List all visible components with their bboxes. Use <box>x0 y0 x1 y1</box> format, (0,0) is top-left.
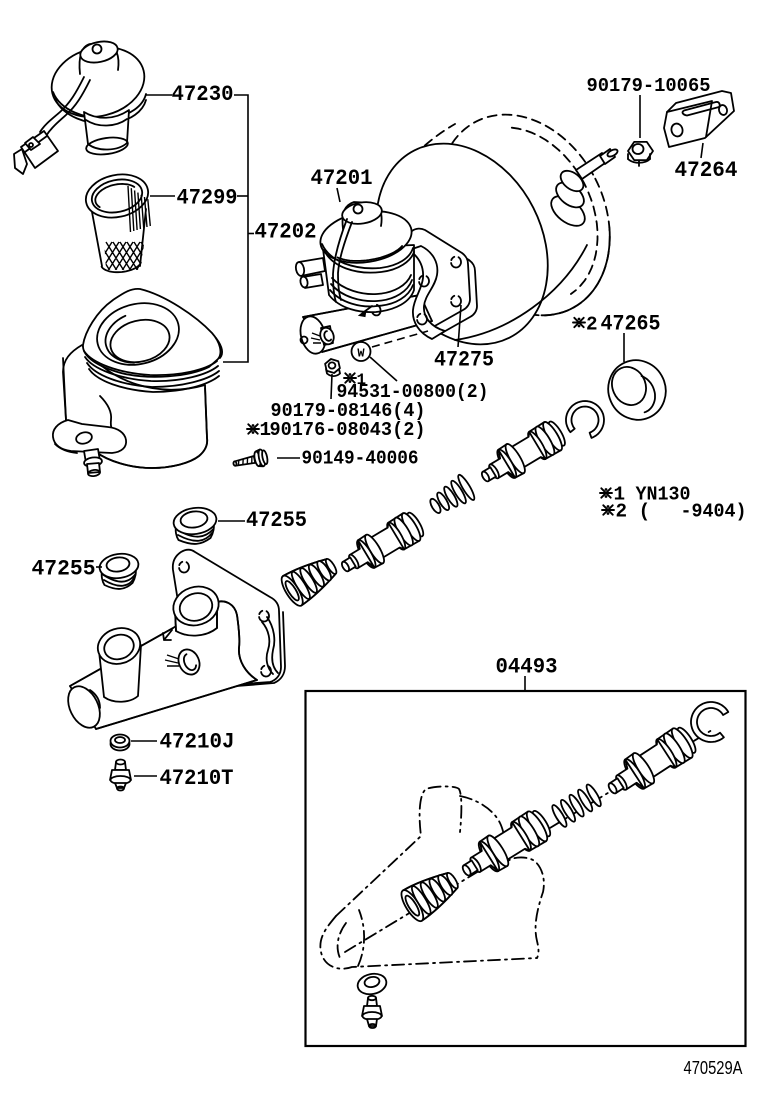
svg-text:90176-08043(2): 90176-08043(2) <box>270 419 426 441</box>
svg-text:1: 1 <box>260 419 272 441</box>
svg-text:90149-40006: 90149-40006 <box>302 448 419 470</box>
svg-text:W: W <box>357 347 365 361</box>
svg-text:YN130: YN130 <box>636 484 691 506</box>
svg-text:47210J: 47210J <box>160 730 235 755</box>
svg-text:90179-10065: 90179-10065 <box>587 75 711 97</box>
svg-text:2: 2 <box>586 314 598 336</box>
svg-text:47201: 47201 <box>311 166 373 191</box>
svg-text:1: 1 <box>614 484 626 506</box>
svg-text:-9404): -9404) <box>681 501 747 523</box>
svg-text:47210T: 47210T <box>160 766 234 791</box>
svg-text:47264: 47264 <box>675 158 738 183</box>
svg-text:47275: 47275 <box>434 348 494 373</box>
svg-text:04493: 04493 <box>496 655 558 680</box>
svg-text:470529A: 470529A <box>684 1057 744 1078</box>
svg-text:2 (: 2 ( <box>616 501 651 523</box>
svg-text:1: 1 <box>357 371 367 389</box>
svg-text:47202: 47202 <box>255 220 317 245</box>
svg-text:47299: 47299 <box>177 186 238 211</box>
svg-text:94531-00800(2): 94531-00800(2) <box>337 381 489 403</box>
svg-text:90179-08146(4): 90179-08146(4) <box>271 400 426 422</box>
svg-text:47265: 47265 <box>601 312 661 337</box>
svg-text:47255: 47255 <box>246 508 307 533</box>
svg-text:47255: 47255 <box>32 557 96 582</box>
svg-text:47230: 47230 <box>172 82 234 107</box>
